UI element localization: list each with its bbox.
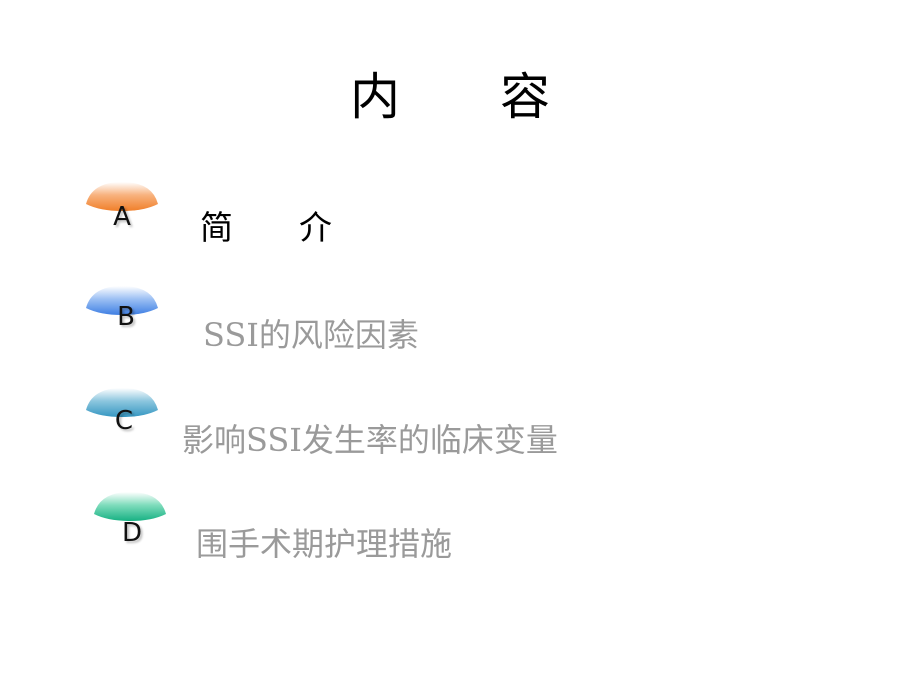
badge-d-letter: D (121, 518, 143, 548)
badge-a-letter: A (113, 202, 131, 232)
item-c-label: 影响SSI发生率的临床变量 (182, 421, 558, 459)
badge-c-shape (86, 388, 158, 417)
badge-a-shape (86, 182, 158, 211)
badge-b-shape (86, 286, 158, 315)
badge-a: A (84, 178, 160, 236)
badge-b-letter: B (117, 302, 135, 332)
item-b-label: SSI的风险因素 (203, 316, 419, 354)
badge-d-shape (94, 492, 166, 521)
item-d-label: 围手术期护理措施 (196, 525, 453, 563)
badge-d: D (92, 488, 168, 548)
slide-title: 内 容 (350, 68, 550, 126)
badge-c-letter: C (114, 406, 134, 436)
badge-b: B (84, 282, 160, 340)
badge-c: C (84, 384, 160, 442)
item-a-label: 简 介 (200, 208, 332, 247)
